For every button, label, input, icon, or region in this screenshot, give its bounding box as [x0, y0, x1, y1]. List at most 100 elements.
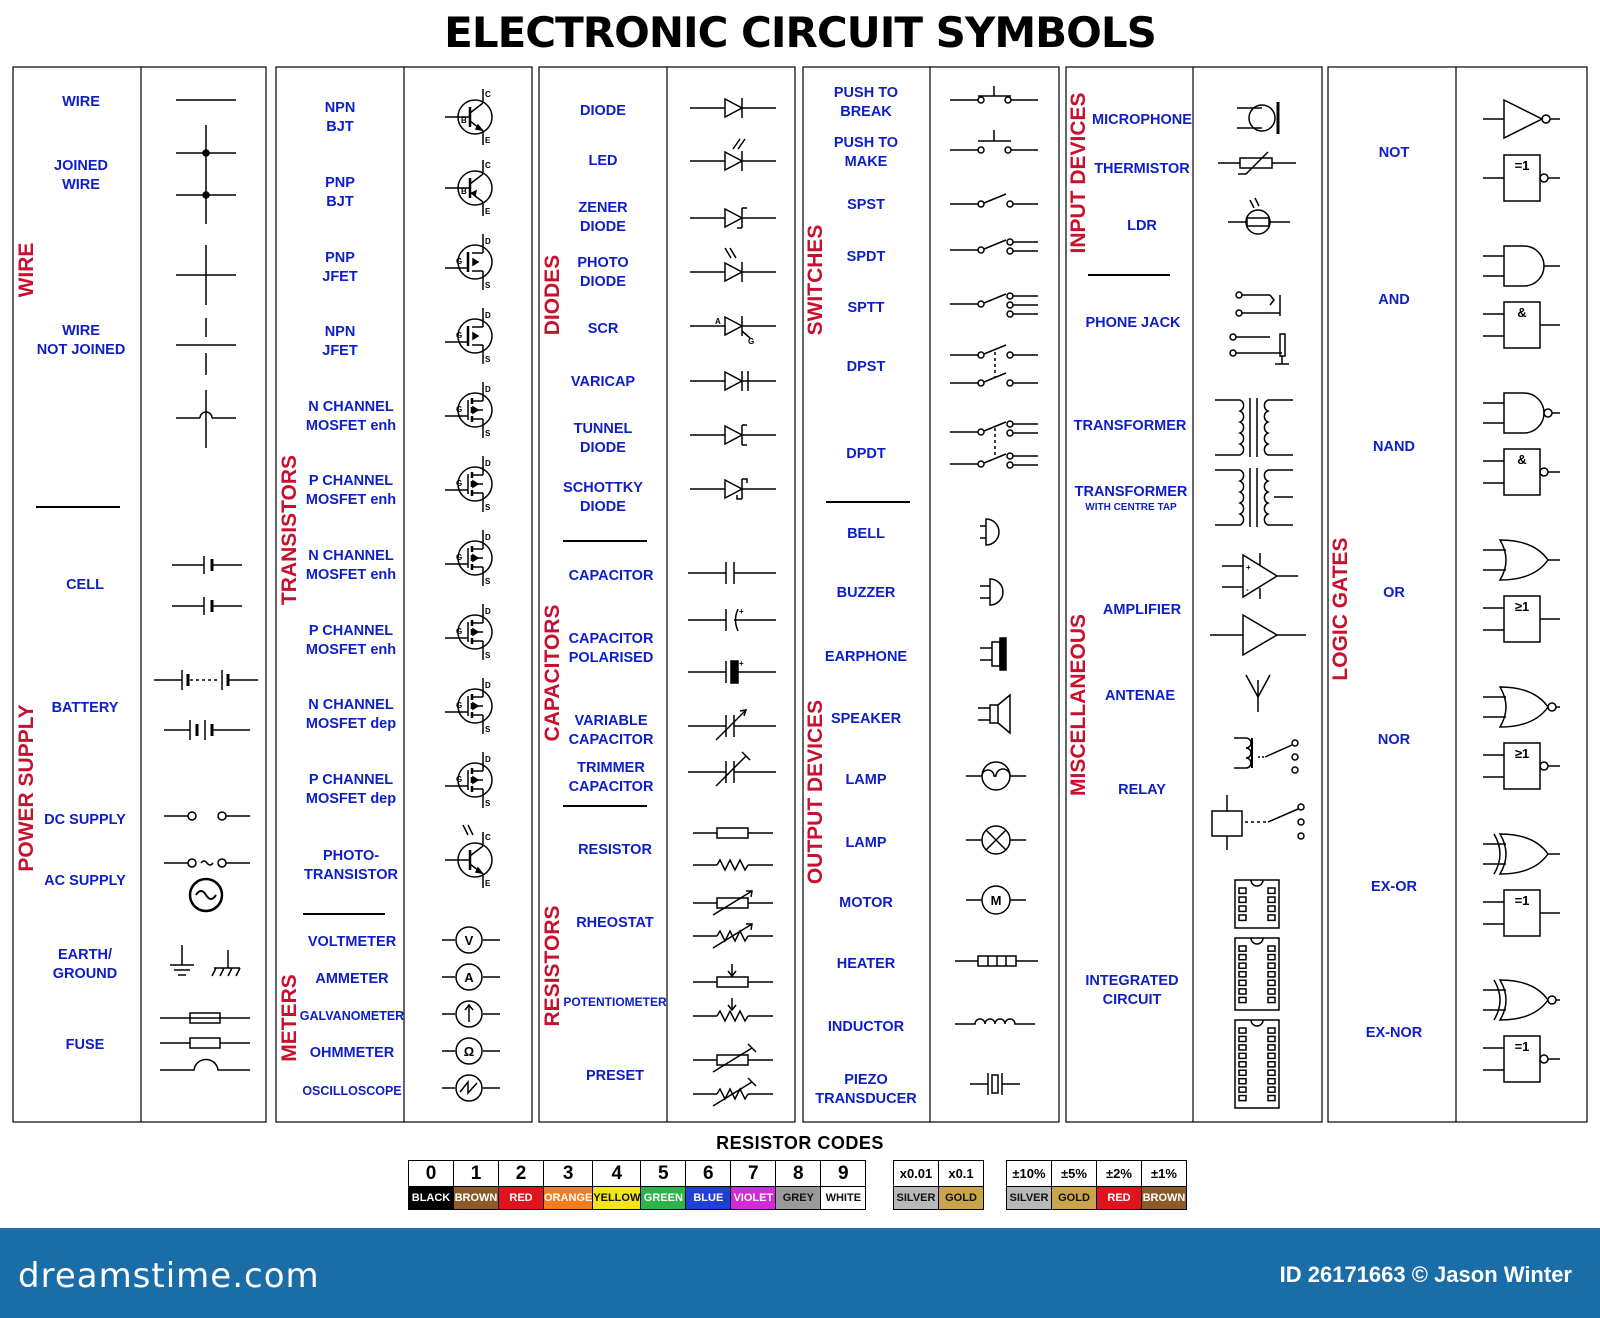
joined-wire-symbol — [176, 125, 236, 224]
label-preset: PRESET — [586, 1068, 644, 1084]
label-bell: BELL — [847, 526, 885, 542]
n-mosfet-enh-2-symbol: GDS — [445, 530, 493, 586]
label-ohmmeter: OHMMETER — [310, 1045, 395, 1061]
label-wire: WIRE — [62, 94, 100, 110]
variable-capacitor-symbol — [688, 709, 776, 741]
symbols-col6: =1&&≥1≥1=1=1 — [1483, 98, 1560, 1083]
gate-box-label: =1 — [1515, 893, 1530, 908]
brand-logo[interactable]: dreamstime.com — [18, 1256, 320, 1296]
label-lamp-2: LAMP — [845, 835, 886, 851]
labels-col5: MICROPHONE THERMISTOR LDR PHONE JACK TRA… — [1074, 112, 1193, 1008]
voltmeter-symbol: V — [442, 926, 500, 954]
footer-bar: dreamstime.com ID 26171663 © Jason Winte… — [0, 1228, 1600, 1318]
code-color-cell: BROWN — [453, 1186, 499, 1210]
scr-symbol: AG — [690, 315, 776, 346]
category-capacitors: CAPACITORS — [541, 605, 564, 742]
code-value-cell: ±5% — [1051, 1160, 1097, 1187]
label-inductor: INDUCTOR — [828, 1019, 905, 1035]
and-gate-box-symbol: & — [1483, 301, 1560, 349]
zener-symbol — [690, 207, 776, 229]
symbols-col3: AG++ — [688, 97, 776, 1107]
code-color-cell: GREY — [775, 1186, 822, 1210]
code-value-cell: x0.1 — [938, 1160, 984, 1187]
dpdt-symbol-bottom — [950, 452, 1038, 469]
code-value-cell: x0.01 — [893, 1160, 939, 1187]
label-sptt: SPTT — [847, 300, 884, 316]
code-color-cell: RED — [1096, 1186, 1142, 1210]
op-amp-symbol: +- — [1222, 553, 1298, 599]
label-and: AND — [1378, 292, 1409, 308]
page-title: ELECTRONIC CIRCUIT SYMBOLS — [444, 8, 1157, 57]
ac-supply-symbol — [164, 858, 250, 913]
meter-glyph: V — [465, 933, 474, 948]
spst-symbol — [950, 193, 1038, 208]
schottky-symbol — [690, 478, 776, 500]
opamp-plus: + — [1246, 563, 1251, 572]
code-color-cell: BLACK — [408, 1186, 454, 1210]
label-voltmeter: VOLTMETER — [308, 934, 397, 950]
label-oscilloscope: OSCILLOSCOPE — [302, 1084, 401, 1098]
label-galvanometer: GALVANOMETER — [300, 1009, 404, 1023]
drain-pin-label: D — [485, 459, 491, 468]
code-color-cell: BROWN — [1141, 1186, 1187, 1210]
emitter-pin-label: E — [485, 207, 491, 216]
source-pin-label: S — [485, 651, 491, 660]
label-rheostat: RHEOSTAT — [576, 915, 654, 931]
sptt-symbol — [950, 292, 1038, 318]
pnp-jfet-symbol: GDS — [445, 234, 493, 290]
label-ex-nor: EX-NOR — [1366, 1025, 1423, 1041]
label-ldr: LDR — [1127, 218, 1157, 234]
symbol-sheet: WIRE POWER SUPPLY TRANSISTORS METERS DIO… — [12, 66, 1588, 1123]
label-dpdt: DPDT — [846, 446, 886, 462]
code-value-cell: 2 — [498, 1160, 544, 1187]
inductor-symbol — [955, 1018, 1035, 1025]
code-color-cell: SILVER — [1006, 1186, 1052, 1210]
code-value-cell: 0 — [408, 1160, 454, 1187]
speaker-symbol — [978, 693, 1011, 735]
drain-pin-label: D — [485, 681, 491, 690]
symbols-col1 — [154, 99, 258, 1071]
potentiometer-zigzag-symbol — [693, 998, 773, 1023]
galvanometer-symbol — [442, 1000, 500, 1028]
resistor-codes-title: RESISTOR CODES — [716, 1133, 884, 1153]
rheostat-zigzag-symbol — [693, 923, 773, 949]
gate-box-label: =1 — [1515, 1039, 1530, 1054]
label-ac-supply: AC SUPPLY — [44, 873, 126, 889]
code-color-cell: SILVER — [893, 1186, 939, 1210]
gate-pin-label: G — [456, 479, 462, 488]
ldr-symbol — [1228, 197, 1290, 235]
category-transistors: TRANSISTORS — [278, 455, 301, 605]
gate-pin-label: G — [456, 405, 462, 414]
code-value-cell: 5 — [640, 1160, 687, 1187]
npn-jfet-symbol: GDS — [445, 308, 493, 364]
heater-symbol — [955, 955, 1038, 967]
n-mosfet-enh-symbol: GDS — [445, 382, 493, 438]
code-color-cell: GOLD — [1051, 1186, 1097, 1210]
label-fuse: FUSE — [66, 1037, 105, 1053]
category-input-devices: INPUT DEVICES — [1067, 92, 1090, 253]
xnor-gate-symbol — [1483, 979, 1560, 1021]
category-output-devices: OUTPUT DEVICES — [804, 700, 827, 884]
base-pin-label: B — [461, 187, 467, 196]
nand-gate-symbol — [1483, 392, 1560, 434]
oscilloscope-symbol — [442, 1074, 500, 1102]
emitter-pin-label: E — [485, 136, 491, 145]
label-potentiometer: POTENTIOMETER — [563, 995, 667, 1009]
label-nand: NAND — [1373, 439, 1415, 455]
ohmmeter-symbol: Ω — [442, 1037, 500, 1065]
source-pin-label: S — [485, 503, 491, 512]
capacitor-electrolytic-symbol: + — [688, 659, 776, 684]
label-phone-jack: PHONE JACK — [1085, 315, 1181, 331]
